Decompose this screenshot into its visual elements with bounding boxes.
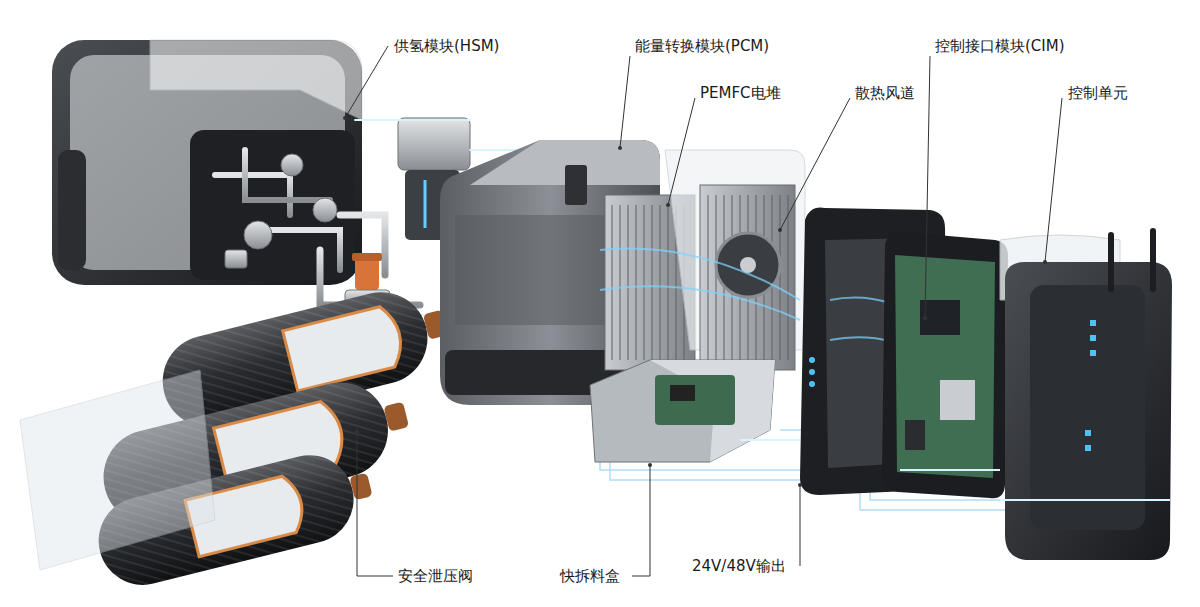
- drawing-part: [923, 316, 927, 320]
- drawing-part: [424, 180, 427, 228]
- drawing-part: [666, 203, 670, 207]
- callout-label: 24V/48V输出: [690, 557, 788, 575]
- drawing-part: [632, 465, 650, 576]
- drawing-part: [58, 150, 86, 270]
- drawing-part: [620, 56, 630, 148]
- leader-dots: [343, 116, 1047, 487]
- leader-lines: [345, 46, 1062, 576]
- drawing-part: [809, 369, 815, 375]
- callout-label: 安全泄压阀: [396, 567, 475, 585]
- drawing-part: [798, 483, 802, 487]
- drawing-part: [343, 116, 347, 120]
- drawing-part: [1108, 232, 1114, 292]
- drawing-part: [355, 119, 470, 121]
- drawing-part: [740, 438, 800, 443]
- drawing-part: [650, 360, 775, 462]
- drawing-part: [1150, 228, 1156, 292]
- drawing-part: [900, 468, 1000, 473]
- quick-release-cartridge: [590, 360, 800, 462]
- drawing-part: [700, 185, 795, 370]
- drawing-part: [940, 380, 975, 420]
- callout-label: 控制接口模块(CIM): [933, 37, 1067, 55]
- hydrogen-tanks: [20, 278, 457, 595]
- hydrogen-supply-module: [52, 40, 362, 285]
- control-interface-board: [882, 232, 1008, 498]
- callout-label: 能量转换模块(PCM): [633, 37, 771, 55]
- drawing-part: [612, 205, 684, 360]
- drawing-part: [809, 381, 815, 387]
- drawing-part: [590, 360, 775, 462]
- drawing-part: [212, 150, 218, 260]
- drawing-part: [300, 157, 345, 163]
- drawing-part: [355, 258, 379, 290]
- drawing-part: [618, 146, 622, 150]
- drawing-part: [349, 473, 372, 501]
- drawing-part: [780, 98, 850, 230]
- drawing-part: [565, 165, 587, 205]
- drawing-part: [708, 195, 788, 360]
- drawing-part: [190, 130, 355, 280]
- drawing-part: [270, 230, 340, 270]
- drawing-part: [398, 118, 470, 170]
- callout-label: 快拆料盒: [558, 567, 622, 585]
- drawing-part: [905, 420, 925, 450]
- drawing-part: [882, 232, 1008, 498]
- drawing-part: [215, 175, 290, 215]
- drawing-part: [778, 228, 782, 232]
- drawing-part: [357, 432, 393, 576]
- drawing-part: [612, 205, 684, 360]
- callout-label: 散热风道: [853, 84, 917, 102]
- drawing-part: [1000, 499, 1170, 501]
- drawing-part: [20, 370, 215, 570]
- cooling-duct: [600, 150, 805, 370]
- drawing-part: [809, 357, 815, 363]
- drawing-part: [740, 439, 800, 441]
- drawing-part: [52, 40, 362, 285]
- drawing-part: [670, 385, 695, 401]
- drawing-part: [1090, 335, 1096, 341]
- drawing-part: [1043, 260, 1047, 264]
- control-unit: [1000, 228, 1172, 560]
- callout-label: 控制单元: [1066, 84, 1130, 102]
- drawing-part: [355, 117, 470, 123]
- drawing-part: [600, 286, 800, 320]
- drawing-part: [225, 250, 247, 268]
- drawing-part: [313, 198, 337, 222]
- drawing-part: [383, 402, 409, 432]
- callout-label: PEMFC电堆: [698, 84, 783, 102]
- drawing-part: [1030, 285, 1145, 530]
- drawing-part: [345, 46, 388, 118]
- drawing-part: [1045, 98, 1062, 262]
- drawing-part: [895, 255, 995, 478]
- drawing-part: [1005, 262, 1172, 560]
- drawing-part: [655, 375, 735, 425]
- drawing-part: [1090, 350, 1096, 356]
- callout-label: 供氢模块(HSM): [392, 37, 501, 55]
- drawing-part: [600, 249, 800, 300]
- drawing-part: [809, 357, 815, 387]
- drawing-part: [1085, 430, 1091, 436]
- drawing-part: [920, 300, 960, 335]
- drawing-part: [1085, 445, 1091, 451]
- drawing-part: [355, 430, 359, 434]
- drawing-part: [668, 98, 695, 205]
- drawing-part: [352, 253, 382, 261]
- drawing-part: [281, 154, 303, 176]
- drawing-part: [1000, 497, 1170, 503]
- drawing-part: [1085, 320, 1096, 451]
- drawing-part: [244, 221, 272, 249]
- drawing-part: [708, 195, 788, 360]
- drawing-part: [283, 304, 407, 391]
- drawing-part: [900, 469, 1000, 471]
- drawing-part: [925, 56, 930, 318]
- drawing-part: [648, 463, 652, 467]
- drawing-part: [1090, 320, 1096, 326]
- drawing-part: [800, 485, 801, 566]
- drawing-part: [150, 40, 362, 120]
- drawing-part: [215, 150, 345, 270]
